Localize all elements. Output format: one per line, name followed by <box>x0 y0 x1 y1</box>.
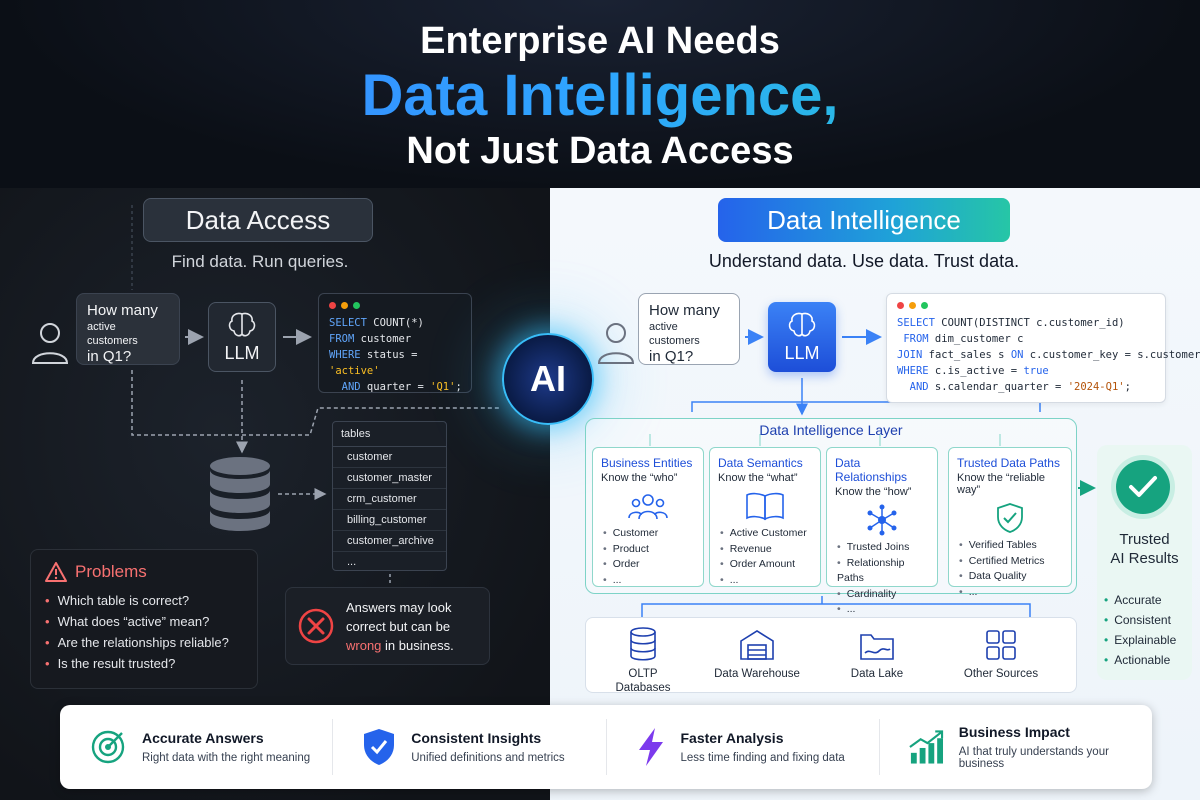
data-access-subtitle: Find data. Run queries. <box>171 252 349 271</box>
header-background <box>0 0 1200 190</box>
user-icon <box>596 320 636 364</box>
trusted-results-title: Trusted AI Results <box>1110 531 1179 567</box>
user-icon <box>30 320 70 364</box>
table-row: customer <box>333 447 446 468</box>
folder-icon <box>859 625 895 661</box>
error-x-icon <box>298 608 334 644</box>
list-item: Accurate <box>1104 590 1176 610</box>
database-icon <box>629 625 657 661</box>
table-row: customer_archive <box>333 531 446 552</box>
window-dots <box>897 302 1155 309</box>
data-access-panel <box>0 188 550 800</box>
lightning-icon <box>638 728 663 766</box>
data-sources-panel <box>585 617 1077 693</box>
problems-title: Problems <box>75 562 147 581</box>
people-icon <box>601 488 695 524</box>
problem-item: What does “active” mean? <box>45 611 243 632</box>
title-line-3: Not Just Data Access <box>406 130 794 172</box>
list-item: Actionable <box>1104 650 1176 670</box>
shield-check-icon <box>364 729 395 765</box>
source-data-warehouse: Data Warehouse <box>702 625 812 681</box>
data-intelligence-heading: Data Intelligence <box>718 198 1010 242</box>
target-icon <box>91 730 125 764</box>
data-intelligence-subtitle: Understand data. Use data. Trust data. <box>708 251 1020 271</box>
warning-icon <box>45 562 67 582</box>
shield-check-icon <box>957 500 1063 536</box>
card-business-entities: Business Entities Know the “who” Custome… <box>592 447 704 587</box>
network-icon <box>835 502 929 538</box>
question-bubble: How many active customers in Q1? <box>638 293 740 365</box>
table-row: ... <box>347 556 357 568</box>
tables-header: tables <box>333 422 446 447</box>
window-dots <box>329 302 461 309</box>
growth-chart-icon <box>909 730 943 764</box>
list-item: Explainable <box>1104 630 1176 650</box>
trusted-results-list: Accurate Consistent Explainable Actionab… <box>1104 590 1176 670</box>
card-trusted-data-paths: Trusted Data Paths Know the “reliable wa… <box>948 447 1072 598</box>
brain-icon <box>228 312 256 336</box>
book-icon <box>718 488 812 524</box>
tables-list: tables customer customer_master crm_cust… <box>332 421 447 571</box>
table-row: crm_customer <box>333 489 446 510</box>
source-other: Other Sources <box>946 625 1056 681</box>
card-data-relationships: Data Relationships Know the “how” Truste… <box>826 447 938 615</box>
source-data-lake: Data Lake <box>822 625 932 681</box>
problem-item: Is the result trusted? <box>45 653 243 674</box>
llm-box: LLM <box>208 302 276 372</box>
problem-item: Are the relationships reliable? <box>45 632 243 653</box>
grid-icon <box>985 625 1017 661</box>
title-line-2: Data Intelligence, <box>0 62 1200 129</box>
sql-query-intelligent: SELECT COUNT(DISTINCT c.customer_id) FRO… <box>886 293 1200 403</box>
title-line-1: Enterprise AI Needs <box>420 20 780 62</box>
data-access-heading: Data Access <box>143 198 373 242</box>
ai-orb: AI <box>502 333 594 425</box>
database-icon <box>208 456 272 534</box>
problem-item: Which table is correct? <box>45 590 243 611</box>
llm-label: LLM <box>224 342 260 363</box>
list-item: Consistent <box>1104 610 1176 630</box>
source-oltp-databases: OLTP Databases <box>588 625 698 695</box>
table-row: billing_customer <box>333 510 446 531</box>
warehouse-icon <box>739 625 775 661</box>
table-row: customer_master <box>333 468 446 489</box>
problems-box: Problems Which table is correct? What do… <box>30 549 258 689</box>
card-data-semantics: Data Semantics Know the “what” Active Cu… <box>709 447 821 587</box>
llm-box: LLM <box>768 302 836 372</box>
llm-label: LLM <box>784 342 820 363</box>
question-bubble: How many active customers in Q1? <box>76 293 180 365</box>
check-circle-icon <box>1116 460 1170 514</box>
wrong-answer-box: Answers may look correct but can be wron… <box>285 587 490 665</box>
sql-query-naive: SELECT COUNT(*) FROM customer WHERE stat… <box>318 293 472 393</box>
layer-title: Data Intelligence Layer <box>759 422 903 438</box>
brain-icon <box>788 312 816 336</box>
